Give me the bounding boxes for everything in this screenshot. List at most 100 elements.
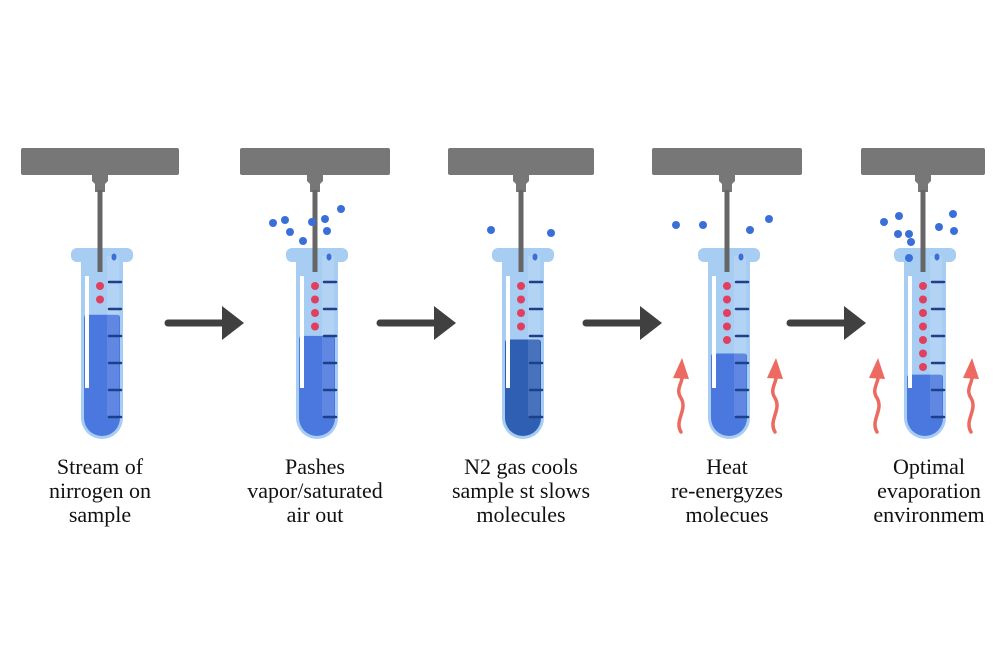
vapor-dot — [487, 226, 495, 234]
nitrogen-dot — [723, 309, 731, 317]
step-label-line: N2 gas cools — [464, 454, 578, 479]
nitrogen-needle — [724, 190, 730, 272]
heat-arrowhead-icon — [767, 358, 783, 379]
step-label-line: molecues — [685, 502, 769, 527]
nitrogen-dot — [96, 295, 104, 304]
nitrogen-dot — [311, 322, 319, 331]
nitrogen-dot — [723, 322, 731, 331]
nitrogen-dot — [919, 349, 927, 358]
vapor-dot — [765, 215, 773, 223]
nitrogen-dot — [517, 309, 525, 317]
step-label-line: Heat — [706, 454, 748, 479]
vapor-dot — [880, 218, 888, 226]
step-push — [240, 148, 390, 439]
vapor-dot — [895, 212, 903, 220]
heat-arrowhead-icon — [673, 358, 689, 379]
step-cool — [448, 148, 594, 439]
flow-arrow-icon — [376, 306, 456, 340]
nitrogen-dot — [311, 295, 319, 304]
vapor-dot — [746, 226, 754, 234]
nitrogen-needle — [518, 190, 524, 272]
nitrogen-dot — [517, 295, 525, 304]
vapor-dot — [905, 254, 913, 262]
manifold-bar — [240, 148, 390, 175]
needle-connector — [513, 175, 529, 192]
nitrogen-dot — [311, 282, 319, 290]
glass-reflection — [506, 276, 510, 388]
manifold-bar — [652, 148, 802, 175]
step-label-line: vapor/saturated — [247, 478, 383, 503]
nitrogen-dot — [723, 282, 731, 290]
glass-reflection — [908, 276, 912, 388]
nitrogen-dot — [96, 282, 104, 290]
nitrogen-dot — [919, 336, 927, 344]
vapor-dot — [308, 218, 316, 226]
step-label-line: air out — [286, 502, 344, 527]
step-label-line: re-energyzes — [671, 478, 783, 503]
nitrogen-dot — [723, 336, 731, 344]
nitrogen-dot — [919, 322, 927, 331]
flow-arrow-icon — [786, 306, 866, 340]
glass-reflection — [300, 276, 304, 388]
vapor-dot — [281, 216, 289, 224]
manifold-bar — [861, 148, 985, 175]
needle-connector — [719, 175, 735, 192]
flow-arrow-icon — [164, 306, 244, 340]
nitrogen-needle — [920, 190, 926, 272]
vapor-dot — [935, 223, 943, 231]
drop-icon — [934, 253, 940, 261]
manifold-bar — [448, 148, 594, 175]
heat-arrowhead-icon — [869, 358, 885, 379]
heat-wave-icon — [873, 370, 881, 434]
vapor-dot — [950, 227, 958, 235]
arrow-head — [434, 306, 456, 340]
arrow-head — [844, 306, 866, 340]
vapor-dot — [269, 219, 277, 227]
nitrogen-dot — [517, 282, 525, 290]
drop-icon — [326, 253, 332, 261]
vapor-dot — [286, 228, 294, 236]
liquid-sample — [711, 353, 747, 436]
vapor-dot — [699, 221, 707, 229]
step-label-line: environmem — [873, 502, 985, 527]
heat-wave-icon — [677, 370, 685, 434]
step-label-line: sample — [68, 502, 132, 527]
glass-reflection — [712, 276, 716, 388]
step-label-line: evaporation — [877, 478, 981, 503]
arrow-head — [640, 306, 662, 340]
nitrogen-dot — [311, 309, 319, 317]
nitrogen-needle — [97, 190, 103, 272]
step-label-line: Stream of — [56, 454, 144, 479]
drop-icon — [532, 253, 538, 261]
needle-connector — [307, 175, 323, 192]
drop-icon — [738, 253, 744, 261]
step-optimal — [861, 148, 985, 439]
flow-arrow-icon — [582, 306, 662, 340]
heat-arrowhead-icon — [963, 358, 979, 379]
step-label-line: nirrogen on — [48, 478, 152, 503]
vapor-dot — [547, 229, 555, 237]
step-label-line: molecules — [476, 502, 566, 527]
step-label-line: sample st slows — [451, 478, 591, 503]
vapor-dot — [299, 237, 307, 245]
vapor-dot — [672, 221, 680, 229]
vapor-dot — [949, 210, 957, 218]
drop-icon — [111, 253, 117, 261]
manifold-bar — [21, 148, 179, 175]
vapor-dot — [321, 215, 329, 223]
heat-wave-icon — [771, 370, 779, 434]
nitrogen-dot — [919, 363, 927, 371]
heat-wave-icon — [967, 370, 975, 434]
nitrogen-dot — [919, 309, 927, 317]
glass-reflection — [85, 276, 89, 388]
vapor-dot — [894, 230, 902, 238]
liquid-sample — [84, 314, 120, 436]
nitrogen-dot — [919, 282, 927, 290]
step-stream — [21, 148, 179, 439]
liquid-sample — [299, 335, 335, 436]
